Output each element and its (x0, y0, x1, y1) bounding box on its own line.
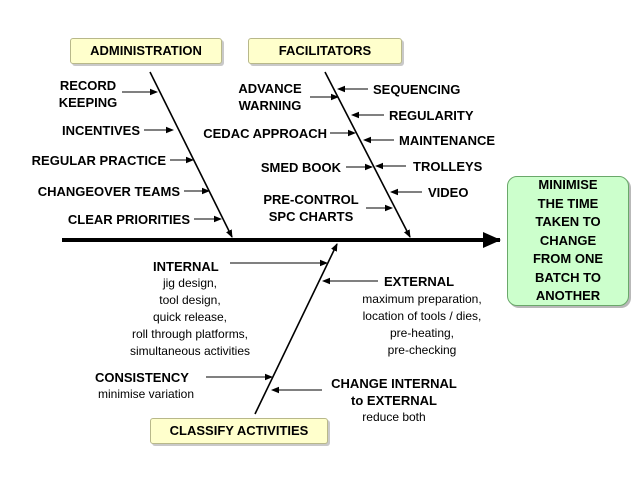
cause-consistency: CONSISTENCY (95, 370, 189, 385)
cause-video: VIDEO (428, 185, 469, 200)
cause-regularity: REGULARITY (389, 108, 474, 123)
cause-pre-control: PRE-CONTROL SPC CHARTS (263, 192, 359, 224)
cause-incentives: INCENTIVES (61, 123, 140, 138)
cause-changeover-teams: CHANGEOVER TEAMS (37, 184, 180, 199)
cause-clear-priorities: CLEAR PRIORITIES (67, 212, 190, 227)
facilitators-bone (324, 71, 411, 238)
cause-sequencing: SEQUENCING (373, 82, 461, 97)
cause-trolleys: TROLLEYS (413, 159, 483, 174)
classify-activities-category: CLASSIFY ACTIVITIES (150, 418, 328, 444)
cause-external: EXTERNAL (384, 274, 455, 289)
goal-box: MINIMISE THE TIME TAKEN TO CHANGE FROM O… (507, 176, 629, 306)
consistency-detail: minimise variation (97, 387, 195, 401)
cause-maintenance: MAINTENANCE (399, 133, 496, 148)
cause-record-keeping: RECORD KEEPING (58, 78, 118, 110)
cause-smed-book: SMED BOOK (260, 160, 341, 175)
internal-detail: jig design, tool design, quick release, … (129, 276, 251, 358)
cause-internal: INTERNAL (153, 259, 219, 274)
facilitators-category: FACILITATORS (248, 38, 402, 64)
cause-cedac-approach: CEDAC APPROACH (203, 126, 327, 141)
cause-regular-practice: REGULAR PRACTICE (31, 153, 166, 168)
administration-bone (149, 71, 233, 238)
classify-bone (254, 243, 338, 415)
change-detail: reduce both (362, 410, 426, 424)
cause-change-internal-to-external: CHANGE INTERNAL to EXTERNAL (331, 376, 457, 408)
cause-advance-warning: ADVANCE WARNING (238, 81, 302, 113)
administration-category: ADMINISTRATION (70, 38, 222, 64)
external-detail: maximum preparation, location of tools /… (362, 292, 482, 357)
